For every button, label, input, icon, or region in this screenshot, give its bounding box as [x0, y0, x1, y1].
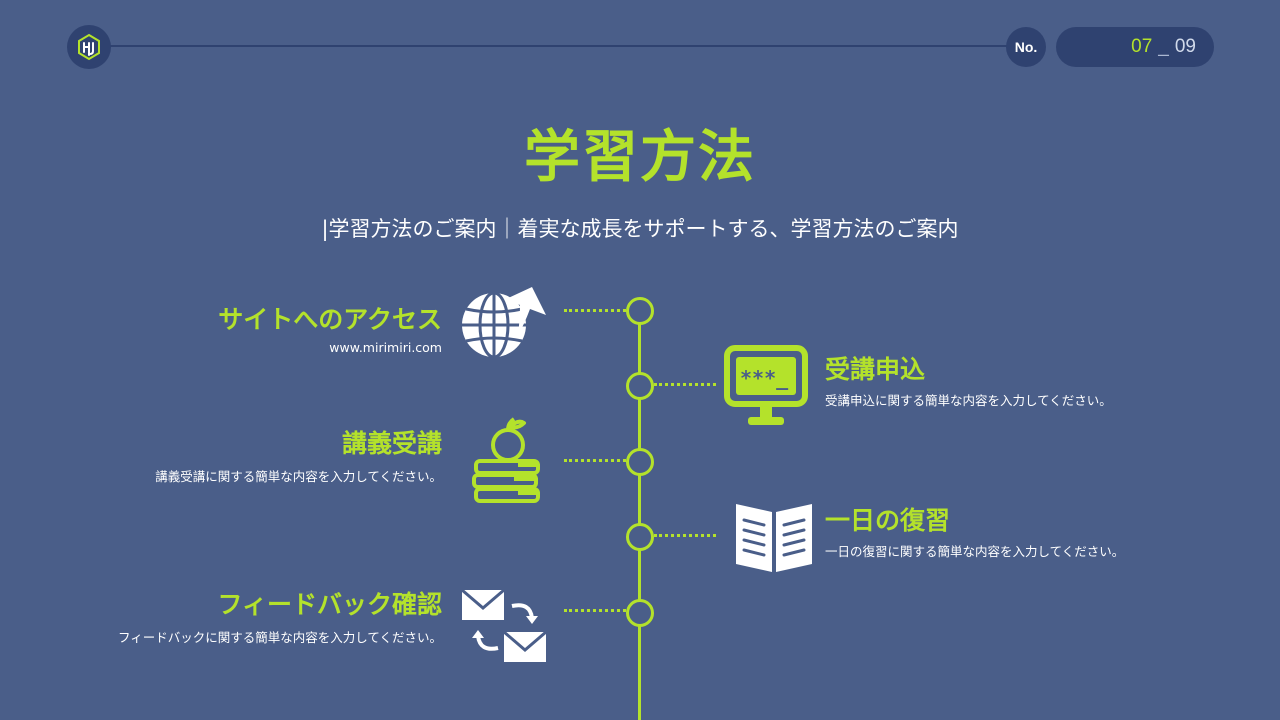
mail-exchange-icon [461, 588, 547, 662]
globe-icon [462, 287, 546, 359]
apple-books-icon [472, 417, 540, 503]
logo[interactable] [67, 25, 111, 69]
page-title: 学習方法 [524, 125, 756, 190]
connector-4 [654, 534, 716, 537]
page-number-label: No. [1006, 27, 1046, 67]
timeline-line [638, 309, 641, 720]
step-title: サイトへのアクセス [218, 305, 442, 334]
page-current: 07 [1131, 36, 1153, 57]
timeline-node-1 [626, 297, 654, 325]
step-title: 一日の復習 [825, 506, 951, 535]
timeline-node-5 [626, 599, 654, 627]
connector-2 [654, 383, 716, 386]
open-book-icon [736, 504, 812, 572]
step-application: 受講申込 受講申込に関する簡単な内容を入力してください。 [825, 350, 1112, 409]
step-title: 受講申込 [825, 355, 926, 384]
step-desc: フィードバックに関する簡単な内容を入力してください。 [117, 630, 442, 645]
svg-text:***_: ***_ [740, 366, 789, 390]
connector-3 [564, 459, 626, 462]
header-divider [110, 45, 1010, 47]
monitor-password-icon: ***_ [724, 345, 808, 425]
step-lecture: 講義受講 講義受講に関する簡単な内容を入力してください。 [155, 424, 442, 485]
step-title: 講義受講 [341, 429, 442, 458]
timeline-node-2 [626, 372, 654, 400]
step-daily-review: 一日の復習 一日の復習に関する簡単な内容を入力してください。 [825, 501, 1124, 560]
step-feedback: フィードバック確認 フィードバックに関する簡単な内容を入力してください。 [118, 585, 442, 646]
timeline-node-4 [626, 523, 654, 551]
connector-5 [564, 609, 626, 612]
step-desc: 講義受講に関する簡単な内容を入力してください。 [155, 469, 442, 484]
step-desc: www.mirimiri.com [329, 340, 442, 355]
timeline-node-3 [626, 448, 654, 476]
step-site-access: サイトへのアクセス www.mirimiri.com [218, 300, 442, 355]
page-total: 09 [1174, 36, 1196, 57]
logo-icon [78, 33, 100, 61]
step-desc: 一日の復習に関する簡単な内容を入力してください。 [825, 544, 1125, 559]
page-subtitle: |学習方法のご案内｜着実な成長をサポートする、学習方法のご案内 [321, 217, 959, 241]
page-indicator: 07 _ 09 [1056, 27, 1214, 67]
step-desc: 受講申込に関する簡単な内容を入力してください。 [825, 393, 1112, 408]
connector-1 [564, 309, 626, 312]
page-separator: _ [1158, 36, 1169, 57]
step-title: フィードバック確認 [217, 590, 442, 619]
